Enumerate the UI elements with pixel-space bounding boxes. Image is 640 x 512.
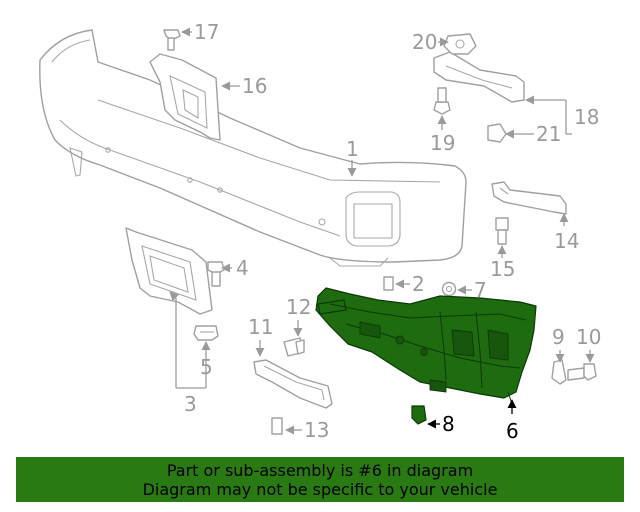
callout-14: 14 (554, 229, 579, 253)
bolt-10 (567, 363, 597, 381)
callout-5: 5 (200, 355, 213, 379)
bolt-4 (207, 261, 225, 287)
callout-10: 10 (576, 325, 601, 349)
bumper-face-bar (39, 29, 467, 267)
callout-9: 9 (552, 325, 565, 349)
callout-13: 13 (304, 418, 329, 442)
callout-19: 19 (430, 131, 455, 155)
callout-12: 12 (286, 295, 311, 319)
callout-7: 7 (474, 278, 487, 302)
banner-line-1: Part or sub-assembly is #6 in diagram (166, 461, 474, 480)
leader-lines (169, 27, 595, 435)
callout-8: 8 (442, 412, 455, 436)
callout-15: 15 (490, 257, 515, 281)
parts-diagram: 1 2 3 4 5 6 7 8 9 10 11 12 13 14 15 16 1… (39, 20, 601, 443)
callout-4: 4 (236, 256, 249, 280)
bracket-14 (491, 181, 567, 215)
bolt-19 (433, 87, 451, 115)
callout-1: 1 (346, 137, 359, 161)
notice-banner: Part or sub-assembly is #6 in diagram Di… (16, 457, 624, 502)
clip-21 (487, 123, 507, 143)
callout-labels: 1 2 3 4 5 6 7 8 9 10 11 12 13 14 15 16 1… (184, 20, 601, 443)
bracket-8 (411, 405, 427, 425)
nut-20 (443, 33, 477, 55)
highlighted-part-6[interactable] (315, 287, 537, 405)
clip-2 (383, 276, 394, 291)
nut-7 (441, 281, 457, 297)
callout-17: 17 (194, 20, 219, 44)
bolt-12 (283, 337, 305, 357)
upper-bracket-16 (149, 53, 221, 141)
bolt-15 (495, 217, 509, 245)
bracket-18 (433, 51, 525, 103)
callout-21: 21 (536, 122, 561, 146)
callout-6: 6 (506, 419, 519, 443)
callout-18: 18 (574, 105, 599, 129)
callout-11: 11 (248, 315, 273, 339)
callout-3: 3 (184, 392, 197, 416)
callout-20: 20 (412, 30, 437, 54)
clip-5 (193, 325, 219, 341)
clip-13 (271, 417, 283, 435)
callout-2: 2 (412, 272, 425, 296)
bolt-17 (163, 29, 181, 51)
side-bracket-3 (125, 227, 213, 315)
bracket-9 (551, 359, 567, 385)
lower-bracket-11 (253, 359, 333, 409)
banner-line-2: Diagram may not be specific to your vehi… (142, 480, 498, 499)
callout-16: 16 (242, 74, 267, 98)
